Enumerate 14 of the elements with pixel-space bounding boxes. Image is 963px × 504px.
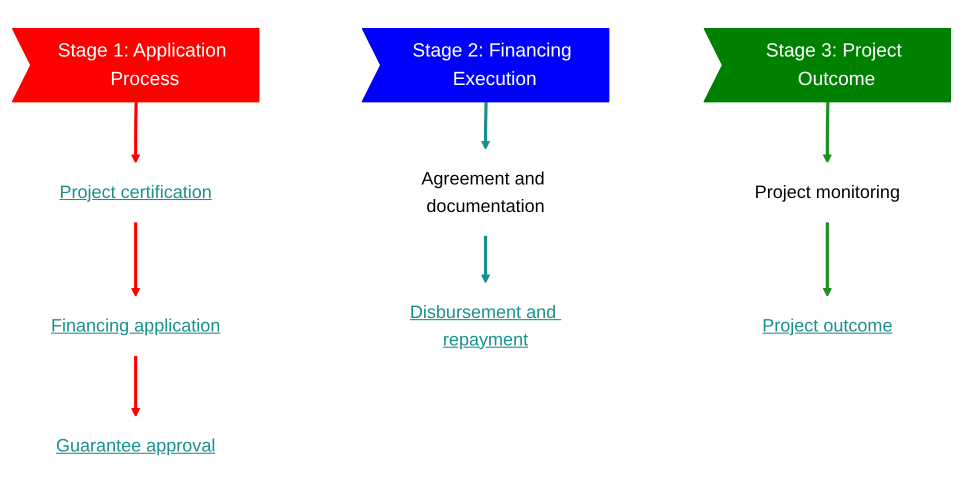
node-text: Project monitoring [754, 182, 900, 202]
node-text: Project certification [59, 182, 212, 202]
arrow [480, 235, 490, 284]
arrow [822, 222, 832, 297]
node-text: Guarantee approval [56, 436, 216, 456]
node-text: Agreement and documentation [421, 168, 545, 216]
node-text: Project outcome [762, 316, 892, 336]
node-text: Disbursement and repayment [410, 302, 556, 350]
arrow [131, 222, 140, 297]
node-text: Financing application [50, 316, 220, 336]
arrow [480, 102, 490, 150]
arrow [131, 102, 140, 164]
arrow [131, 355, 140, 418]
arrow [822, 102, 832, 164]
